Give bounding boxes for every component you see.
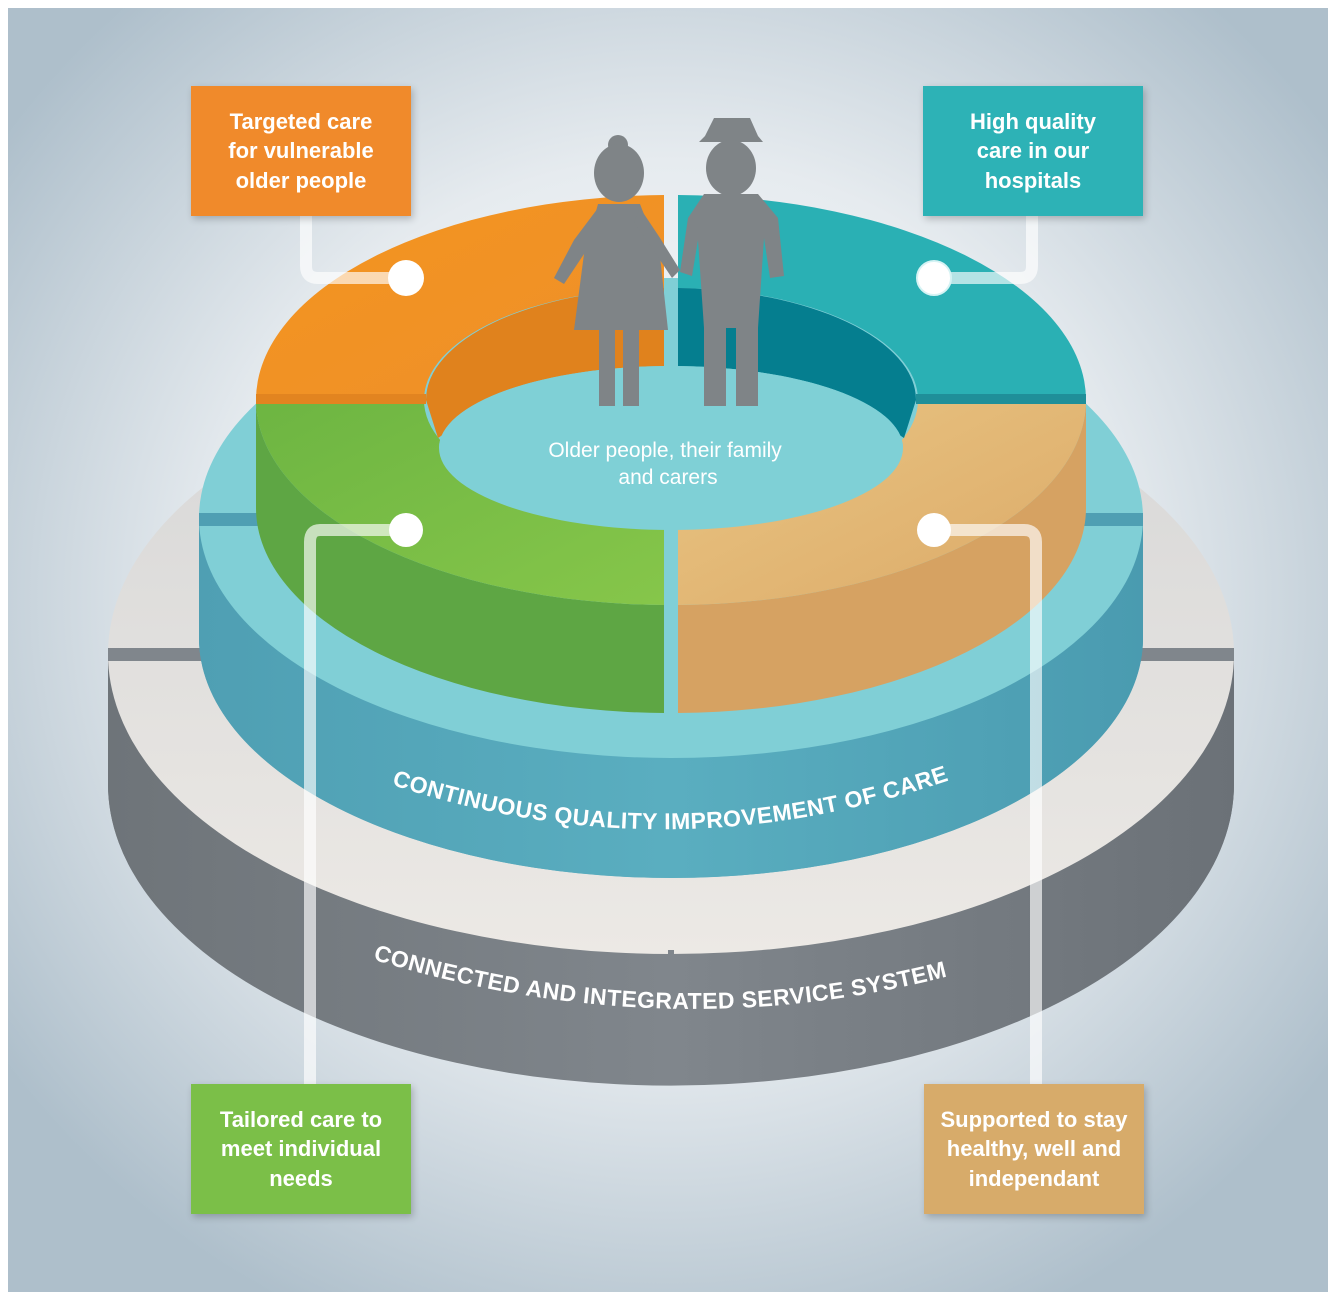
callout-tailored-care-text: Tailored care to meet individual needs	[219, 1106, 383, 1191]
callout-tailored-care: Tailored care to meet individual needs	[191, 1084, 411, 1214]
callout-high-quality-text: High quality care in our hospitals	[970, 108, 1096, 193]
segment-tailored-care	[256, 400, 664, 605]
dot-top-left	[388, 260, 424, 296]
callout-targeted-care-text: Targeted care for vulnerable older peopl…	[228, 108, 374, 193]
quadrant-ring-top	[256, 195, 1086, 605]
center-label-line-2: and carers	[618, 466, 717, 489]
dot-top-right-core	[924, 268, 944, 288]
older-woman-icon	[554, 135, 680, 406]
connector-lines	[300, 216, 1042, 1084]
center-label-line-1: Older people, their family	[548, 439, 782, 462]
connector-dots	[388, 260, 952, 547]
callout-supported-text: Supported to stay healthy, well and inde…	[940, 1106, 1128, 1191]
dot-bottom-left	[389, 513, 423, 547]
callout-targeted-care: Targeted care for vulnerable older peopl…	[191, 86, 411, 216]
model-of-care-diagram: Older people, their family and carers CO…	[8, 8, 1328, 1292]
dot-bottom-right	[917, 513, 951, 547]
quadrant-ring-sides	[255, 400, 1086, 713]
center-label: Older people, their family and carers	[548, 439, 787, 489]
older-man-icon	[680, 118, 784, 406]
diagram-stage: Older people, their family and carers CO…	[8, 8, 1328, 1292]
callout-supported-to-stay-healthy: Supported to stay healthy, well and inde…	[924, 1084, 1144, 1214]
segment-supported-to-stay-healthy	[678, 400, 1086, 605]
segment-targeted-care	[256, 195, 664, 400]
callout-high-quality-hospital-care: High quality care in our hospitals	[923, 86, 1143, 216]
